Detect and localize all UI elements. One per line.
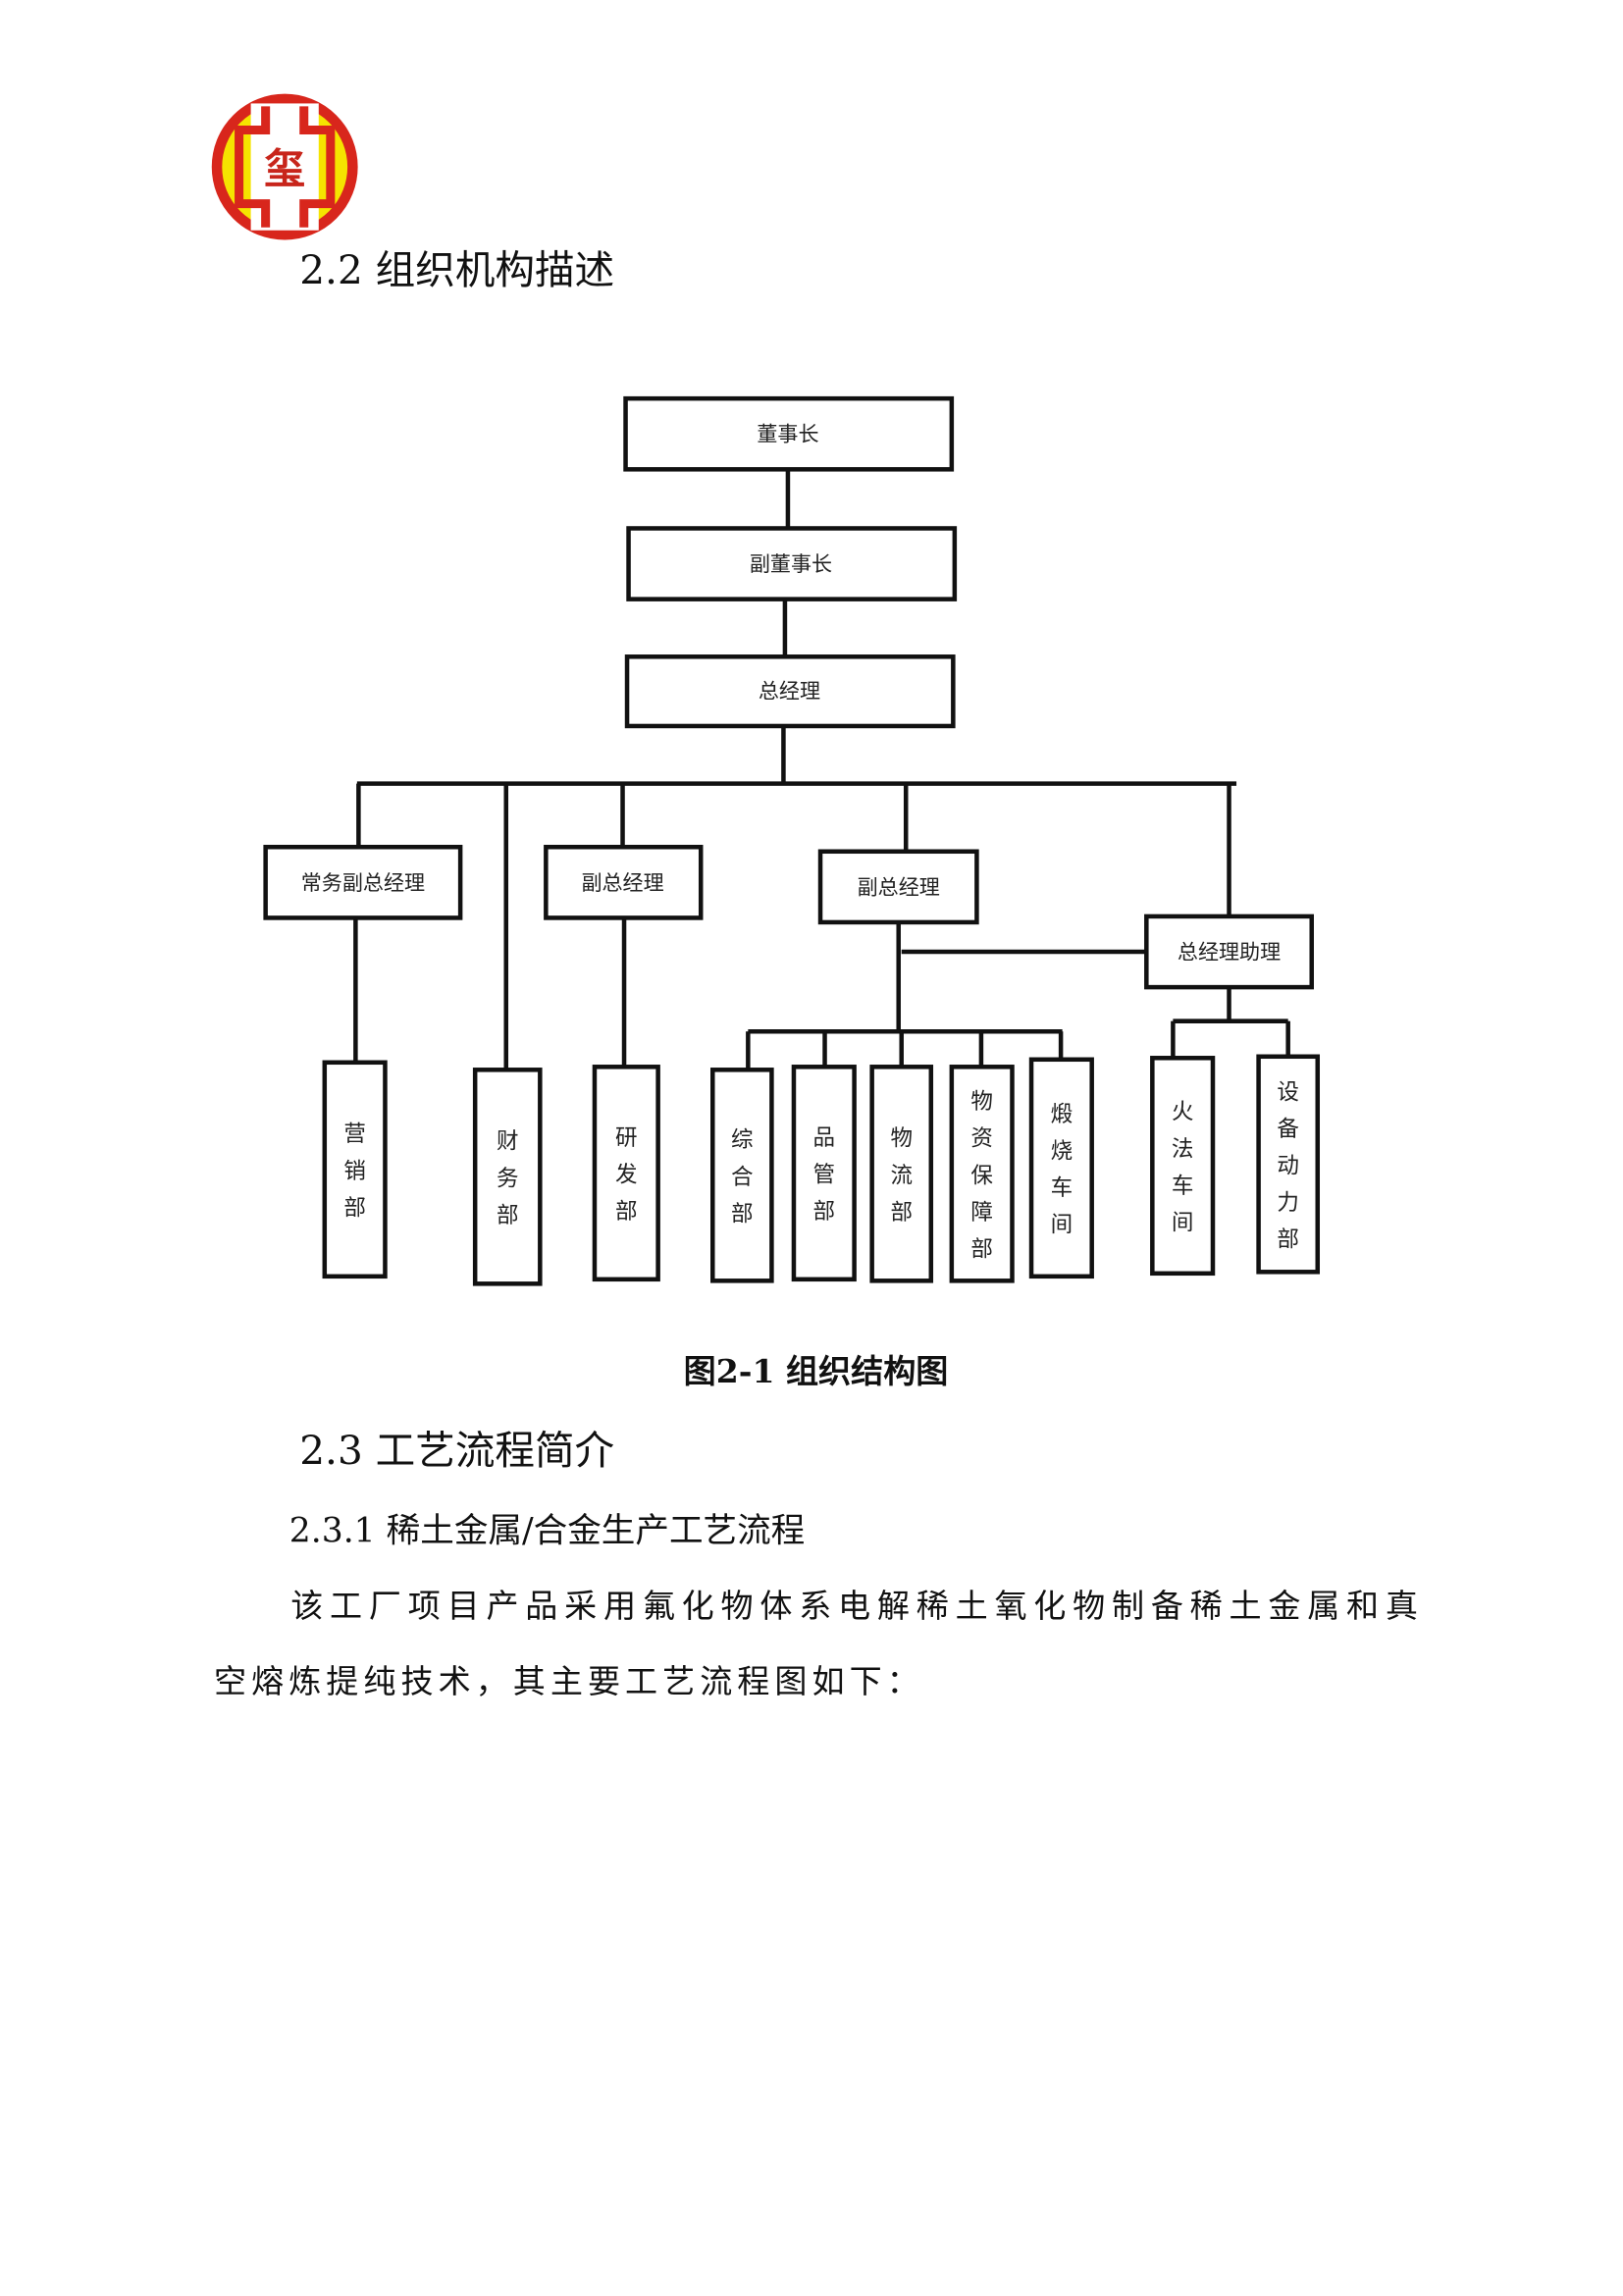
department-label-char: 烧: [1051, 1139, 1073, 1165]
section-heading-2-3: 2.3 工艺流程简介: [299, 1427, 614, 1474]
department-label-char: 资: [970, 1126, 993, 1152]
department-label-char: 部: [890, 1200, 913, 1226]
org-node-department: 综合部: [710, 1068, 774, 1283]
department-label-char: 发: [615, 1163, 638, 1188]
department-label-char: 部: [497, 1203, 519, 1228]
department-label-char: 力: [1277, 1190, 1299, 1216]
department-label-char: 研: [615, 1125, 638, 1151]
logo-glyph: 玺: [264, 144, 305, 193]
department-label-char: 设: [1277, 1079, 1299, 1105]
department-label-char: 部: [615, 1199, 638, 1225]
company-logo: 玺: [211, 93, 358, 240]
department-label-char: 销: [343, 1159, 366, 1184]
department-label-char: 财: [497, 1129, 519, 1155]
department-label-char: 营: [343, 1122, 366, 1147]
department-box: [592, 1065, 660, 1282]
department-label-char: 障: [970, 1200, 993, 1226]
org-node-chairman: 董事长: [623, 395, 955, 472]
org-node-gm-assistant: 总经理助理: [1144, 913, 1314, 990]
department-label-char: 备: [1277, 1117, 1299, 1142]
org-node-executive-deputy-gm: 常务副总经理: [263, 845, 463, 920]
department-box: [949, 1065, 1015, 1283]
department-label-char: 动: [1277, 1154, 1299, 1179]
department-label-char: 法: [1172, 1136, 1194, 1162]
department-label-char: 煅: [1051, 1102, 1073, 1127]
department-box: [791, 1065, 857, 1282]
org-node-department: 研发部: [592, 1065, 660, 1282]
department-label-char: 品: [813, 1125, 836, 1151]
org-node-department: 财务部: [472, 1068, 543, 1286]
org-node-label: 总经理: [759, 678, 820, 703]
org-node-label: 副总经理: [581, 870, 663, 895]
department-box: [1150, 1056, 1216, 1277]
department-label-char: 部: [970, 1237, 993, 1263]
paragraph-line-1: 该工厂项目产品采用氟化物体系电解稀土氧化物制备稀土金属和真: [290, 1587, 1418, 1625]
org-node-department: 品管部: [791, 1065, 857, 1282]
department-label-char: 保: [970, 1163, 993, 1188]
department-label-char: 间: [1051, 1213, 1073, 1238]
org-node-label: 常务副总经理: [301, 870, 425, 895]
department-label-char: 部: [813, 1199, 836, 1225]
department-label-char: 部: [1277, 1227, 1299, 1253]
department-label-char: 合: [731, 1165, 754, 1190]
org-node-vice-chairman: 副董事长: [626, 526, 958, 601]
department-label-char: 物: [970, 1089, 993, 1115]
section-heading-2-3-1: 2.3.1 稀土金属/合金生产工艺流程: [289, 1511, 806, 1550]
org-node-deputy-gm-2: 副总经理: [817, 849, 979, 925]
department-label-char: 物: [890, 1126, 913, 1152]
department-label-char: 管: [813, 1163, 836, 1188]
department-label-char: 部: [731, 1201, 754, 1226]
department-box: [1256, 1054, 1321, 1275]
figure-caption: 图2-1 组织结构图: [684, 1352, 949, 1390]
org-node-department: 物流部: [869, 1065, 934, 1283]
department-label-char: 综: [731, 1127, 754, 1153]
org-node-department: 营销部: [322, 1060, 388, 1279]
org-node-deputy-gm-1: 副总经理: [544, 845, 704, 920]
org-node-label: 总经理助理: [1178, 940, 1281, 965]
department-label-char: 车: [1051, 1175, 1073, 1201]
paragraph-line-2: 空熔炼提纯技术，其主要工艺流程图如下：: [214, 1662, 919, 1700]
department-box: [472, 1068, 543, 1286]
org-node-label: 董事长: [757, 422, 818, 446]
department-box: [1028, 1057, 1094, 1279]
org-node-label: 副董事长: [750, 551, 832, 576]
department-label-char: 务: [497, 1166, 519, 1191]
department-label-char: 车: [1172, 1174, 1194, 1199]
department-box: [869, 1065, 934, 1283]
department-box: [710, 1068, 774, 1283]
section-heading-2-2: 2.2 组织机构描述: [299, 246, 614, 293]
department-label-char: 间: [1172, 1210, 1194, 1235]
department-box: [322, 1060, 388, 1279]
org-node-label: 副总经理: [858, 874, 940, 899]
department-label-char: 部: [343, 1195, 366, 1221]
org-node-general-manager: 总经理: [624, 654, 956, 729]
org-chart-connectors: [353, 469, 1290, 1070]
department-label-char: 流: [890, 1163, 913, 1188]
department-label-char: 火: [1172, 1100, 1194, 1125]
